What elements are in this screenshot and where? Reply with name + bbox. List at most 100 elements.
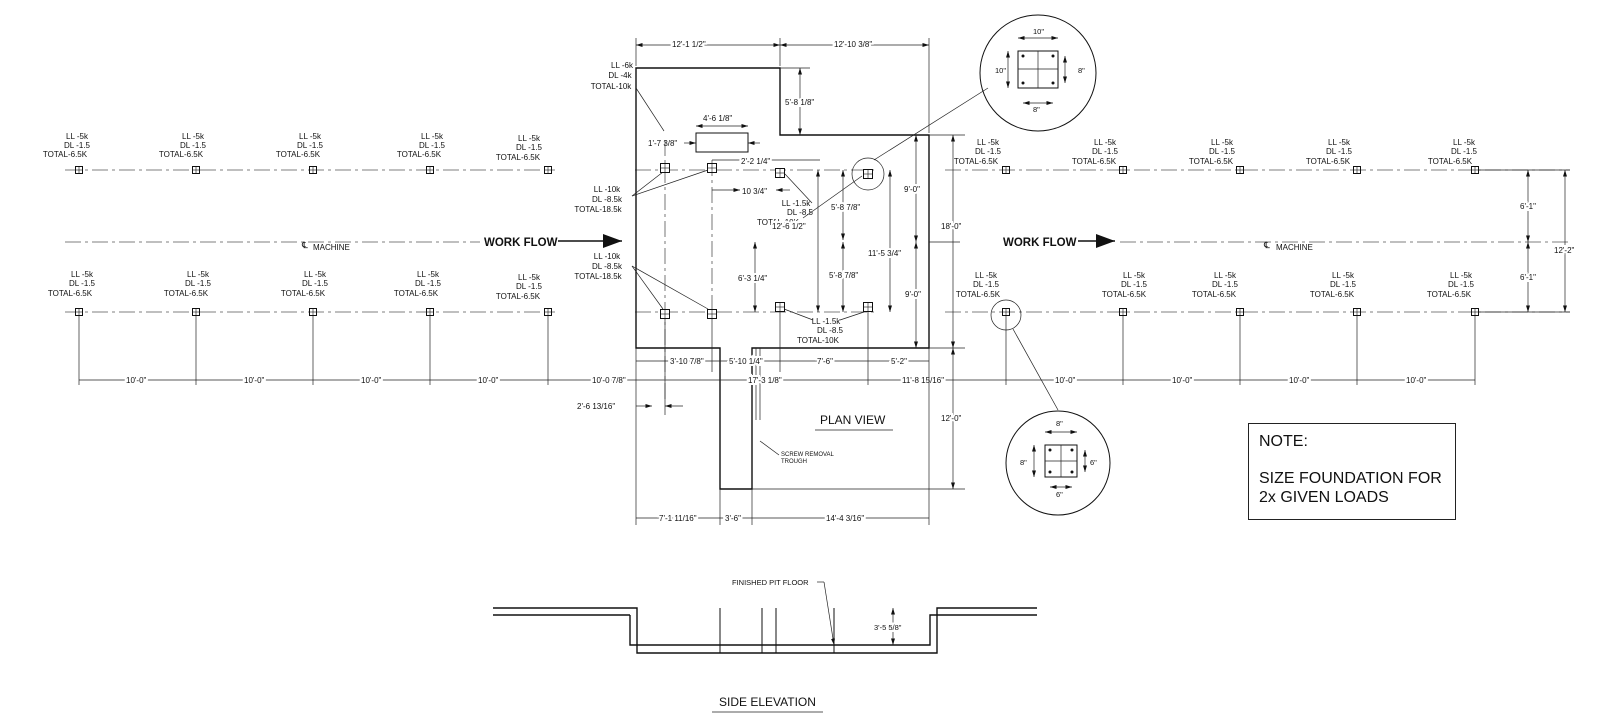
svg-text:TOTAL-6.5K: TOTAL-6.5K: [1310, 290, 1355, 299]
svg-text:LL -10k: LL -10k: [594, 185, 621, 194]
load-label-pit-corner: LL -6k DL -4k TOTAL-10k: [591, 61, 665, 132]
svg-text:TOTAL-18.5k: TOTAL-18.5k: [574, 205, 622, 214]
svg-text:DL -1.5: DL -1.5: [1448, 280, 1474, 289]
svg-text:LL -5k: LL -5k: [1328, 138, 1351, 147]
svg-text:TOTAL-6.5K: TOTAL-6.5K: [43, 150, 88, 159]
detail-plate-small: 8" 8" 6" 6": [1005, 410, 1111, 516]
load-label-top-2: LL -5k DL -1.5 TOTAL-6.5K: [159, 132, 207, 159]
machine-label-right: ℄ MACHINE: [1263, 240, 1313, 252]
svg-text:TOTAL-6.5K: TOTAL-6.5K: [1189, 157, 1234, 166]
svg-text:LL -5k: LL -5k: [1332, 271, 1355, 280]
column-plates: [75, 163, 1479, 319]
svg-text:TOTAL-6.5K: TOTAL-6.5K: [394, 289, 439, 298]
load-label-rtop-2: LL -5k DL -1.5 TOTAL-6.5K: [1072, 138, 1119, 166]
svg-text:6'-1": 6'-1": [1520, 273, 1536, 282]
svg-text:TOTAL-6.5K: TOTAL-6.5K: [954, 157, 999, 166]
svg-text:11'-5 3/4": 11'-5 3/4": [868, 249, 901, 258]
svg-text:DL -1.5: DL -1.5: [1212, 280, 1238, 289]
load-label-top-3: LL -5k DL -1.5 TOTAL-6.5K: [276, 132, 324, 159]
svg-text:MACHINE: MACHINE: [313, 243, 350, 252]
svg-text:10'-0 7/8": 10'-0 7/8": [592, 376, 626, 385]
detail-callout-small: [990, 299, 1022, 331]
svg-text:DL -1.5: DL -1.5: [69, 279, 95, 288]
svg-text:17'-3 1/8": 17'-3 1/8": [748, 376, 782, 385]
svg-text:12'-2": 12'-2": [1554, 246, 1575, 255]
svg-text:LL -5k: LL -5k: [1211, 138, 1234, 147]
svg-text:SCREW REMOVAL: SCREW REMOVAL: [781, 452, 835, 458]
svg-text:TOTAL-18.5k: TOTAL-18.5k: [574, 272, 622, 281]
svg-text:LL -5k: LL -5k: [417, 270, 440, 279]
svg-text:TOTAL-6.5K: TOTAL-6.5K: [496, 153, 541, 162]
svg-text:WORK FLOW: WORK FLOW: [1003, 237, 1077, 249]
svg-text:LL -5k: LL -5k: [1450, 271, 1473, 280]
side-elevation: 3'-5 5/8" FINISHED PIT FLOOR: [493, 578, 1037, 654]
svg-text:DL -8.5: DL -8.5: [787, 208, 813, 217]
svg-text:DL -1.5: DL -1.5: [302, 279, 328, 288]
svg-text:TOTAL-6.5K: TOTAL-6.5K: [1192, 290, 1237, 299]
svg-text:10'-0": 10'-0": [1172, 376, 1193, 385]
svg-text:10'-0": 10'-0": [1406, 376, 1427, 385]
load-label-rbot-3: LL -5k DL -1.5 TOTAL-6.5K: [1192, 271, 1239, 299]
svg-text:3'-5 5/8": 3'-5 5/8": [874, 623, 902, 632]
access-box: [695, 132, 749, 153]
svg-text:6": 6": [1090, 458, 1097, 467]
svg-text:LL -5k: LL -5k: [1453, 138, 1476, 147]
load-label-rbot-1: LL -5k DL -1.5 TOTAL-6.5K: [956, 271, 1001, 299]
svg-text:9'-0": 9'-0": [905, 290, 921, 299]
column-drops: [78, 312, 1476, 415]
svg-text:FINISHED PIT FLOOR: FINISHED PIT FLOOR: [732, 578, 809, 587]
svg-text:4'-6 1/8": 4'-6 1/8": [703, 114, 732, 123]
svg-text:WORK FLOW: WORK FLOW: [484, 237, 558, 249]
svg-text:DL -1.5: DL -1.5: [185, 279, 211, 288]
svg-text:5'-8 1/8": 5'-8 1/8": [785, 98, 814, 107]
svg-text:6": 6": [1056, 490, 1063, 499]
svg-text:LL -5k: LL -5k: [975, 271, 998, 280]
svg-text:DL -4k: DL -4k: [608, 71, 632, 80]
load-label-rbot-4: LL -5k DL -1.5 TOTAL-6.5K: [1310, 271, 1357, 299]
svg-text:TOTAL-10k: TOTAL-10k: [591, 82, 633, 91]
svg-text:DL -1.5: DL -1.5: [1451, 147, 1477, 156]
svg-text:DL -1.5: DL -1.5: [297, 141, 323, 150]
svg-text:5'-2": 5'-2": [891, 357, 907, 366]
work-flow-arrow-right: WORK FLOW: [1003, 234, 1115, 249]
load-label-top-4: LL -5k DL -1.5 TOTAL-6.5K: [397, 132, 446, 159]
side-elevation-title: SIDE ELEVATION: [719, 695, 816, 709]
svg-text:TROUGH: TROUGH: [781, 459, 807, 465]
svg-text:MACHINE: MACHINE: [1276, 243, 1313, 252]
svg-text:LL -1.5k: LL -1.5k: [812, 317, 842, 326]
dim-top-overall: 12'-1 1/2" 12'-10 3/8": [635, 38, 930, 133]
svg-text:10'-0": 10'-0": [1055, 376, 1076, 385]
load-label-pit-mid-top: LL -1.5k DL -8.5 TOTAL-10K: [757, 173, 863, 227]
load-label-pit-heavy-top: LL -10k DL -8.5k TOTAL-18.5k: [574, 169, 709, 214]
machine-label-left: ℄ MACHINE: [301, 240, 350, 252]
svg-text:10'-0": 10'-0": [244, 376, 265, 385]
svg-text:5'-8 7/8": 5'-8 7/8": [829, 271, 858, 280]
screw-trough-label: SCREW REMOVAL TROUGH: [759, 440, 835, 465]
svg-text:LL -1.5k: LL -1.5k: [782, 199, 812, 208]
svg-text:TOTAL-6.5K: TOTAL-6.5K: [1428, 157, 1473, 166]
svg-text:12'-0": 12'-0": [941, 414, 962, 423]
dim-notch-height: 5'-8 1/8": [780, 67, 816, 135]
svg-text:LL -5k: LL -5k: [66, 132, 89, 141]
svg-text:10'-0": 10'-0": [478, 376, 499, 385]
dim-box: 4'-6 1/8" 1'-7 3/8": [648, 114, 760, 148]
svg-text:12'-6 1/2": 12'-6 1/2": [772, 222, 806, 231]
load-label-rbot-2: LL -5k DL -1.5 TOTAL-6.5K: [1102, 271, 1148, 299]
svg-text:LL -5k: LL -5k: [71, 270, 94, 279]
load-label-rbot-5: LL -5k DL -1.5 TOTAL-6.5K: [1427, 271, 1475, 299]
note-box: NOTE: SIZE FOUNDATION FOR 2x GIVEN LOADS: [1248, 423, 1456, 520]
svg-text:5'-10 1/4": 5'-10 1/4": [729, 357, 763, 366]
svg-text:TOTAL-6.5K: TOTAL-6.5K: [281, 289, 326, 298]
svg-text:TOTAL-6.5K: TOTAL-6.5K: [1306, 157, 1351, 166]
load-label-bot-3: LL -5k DL -1.5 TOTAL-6.5K: [281, 270, 329, 298]
svg-text:6'-3 1/4": 6'-3 1/4": [738, 274, 767, 283]
svg-text:6'-1": 6'-1": [1520, 202, 1536, 211]
svg-text:TOTAL-6.5K: TOTAL-6.5K: [496, 292, 541, 301]
svg-text:℄: ℄: [1263, 240, 1270, 250]
note-title: NOTE:: [1259, 433, 1308, 450]
svg-text:TOTAL-6.5K: TOTAL-6.5K: [956, 290, 1001, 299]
svg-text:TOTAL-6.5K: TOTAL-6.5K: [1072, 157, 1117, 166]
svg-text:DL -1.5: DL -1.5: [1209, 147, 1235, 156]
load-label-rtop-1: LL -5k DL -1.5 TOTAL-6.5K: [954, 138, 1002, 166]
